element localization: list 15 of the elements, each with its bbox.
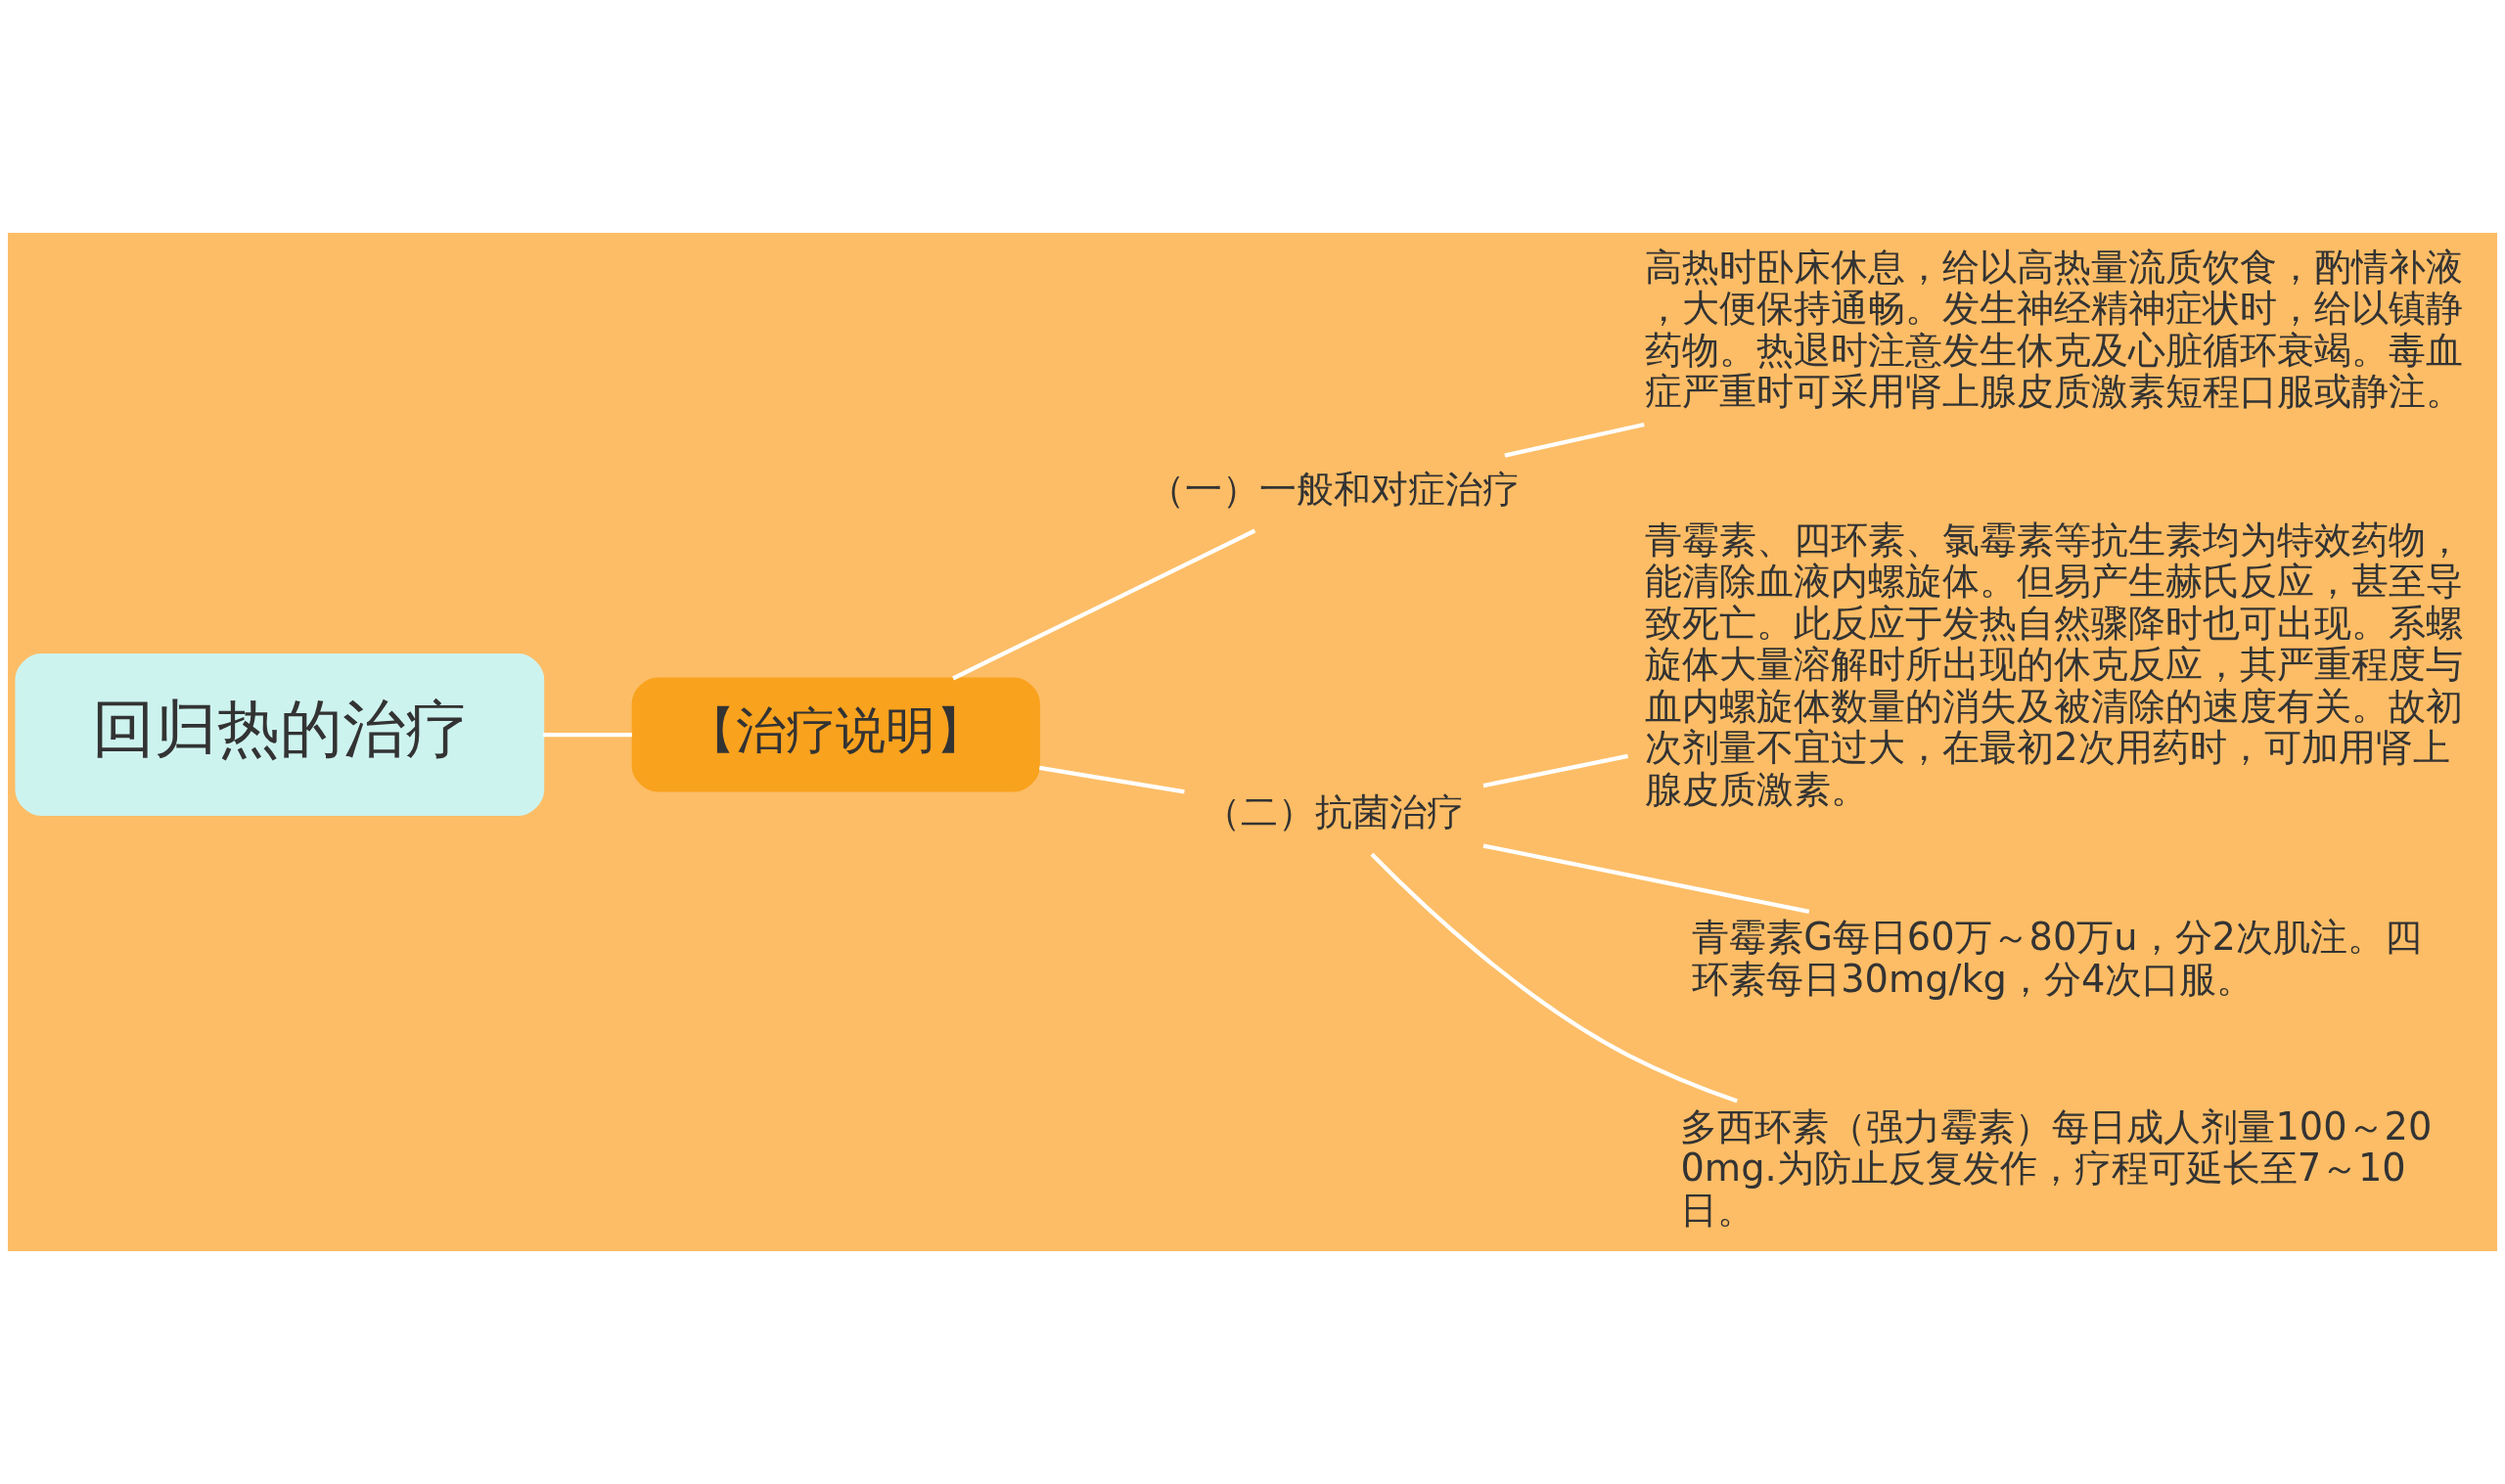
node-text: （二）抗菌治疗: [1204, 789, 1465, 834]
node-text: 青霉素、四环素、氯霉素等抗生素均为特效药物，能清除血液内螺旋体。但易产生赫氏反应，甚至导致死亡。此反应于发热自然骤降时也可出现。系螺旋体大量溶解时所出现的休克反应，其严重程度与血内螺旋体数量的消失及被清除的速度有关。故初次剂量不宜过大，在最初2次用药时，可加用肾上腺皮质激素。: [1645, 517, 2464, 812]
node-text: 多西环素（强力霉素）每日成人剂量100～200mg.为防止反复发作，疗程可延长至7～10日。: [1680, 1103, 2433, 1233]
connector: [1482, 843, 1810, 915]
node-text: 高热时卧床休息，给以高热量流质饮食，酌情补液，大便保持通畅。发生神经精神症状时，给以镇静药物。热退时注意发生休克及心脏循环衰竭。毒血症严重时可采用肾上腺皮质激素短程口服或静注。: [1645, 244, 2464, 414]
node-text: （一）一般和对症治疗: [1148, 467, 1521, 512]
node-box: 【治疗说明】: [631, 677, 1040, 792]
connector: [952, 528, 1256, 681]
connector: [1370, 852, 1738, 1103]
connector: [543, 732, 632, 738]
connector: [1482, 753, 1628, 788]
connector: [1504, 422, 1645, 458]
node-box: 回归热的治疗: [15, 653, 545, 817]
connector: [1038, 765, 1185, 794]
node-text: 青霉素G每日60万～80万u，分2次肌注。四环素每日30mg/kg，分4次口服。: [1692, 915, 2422, 1001]
